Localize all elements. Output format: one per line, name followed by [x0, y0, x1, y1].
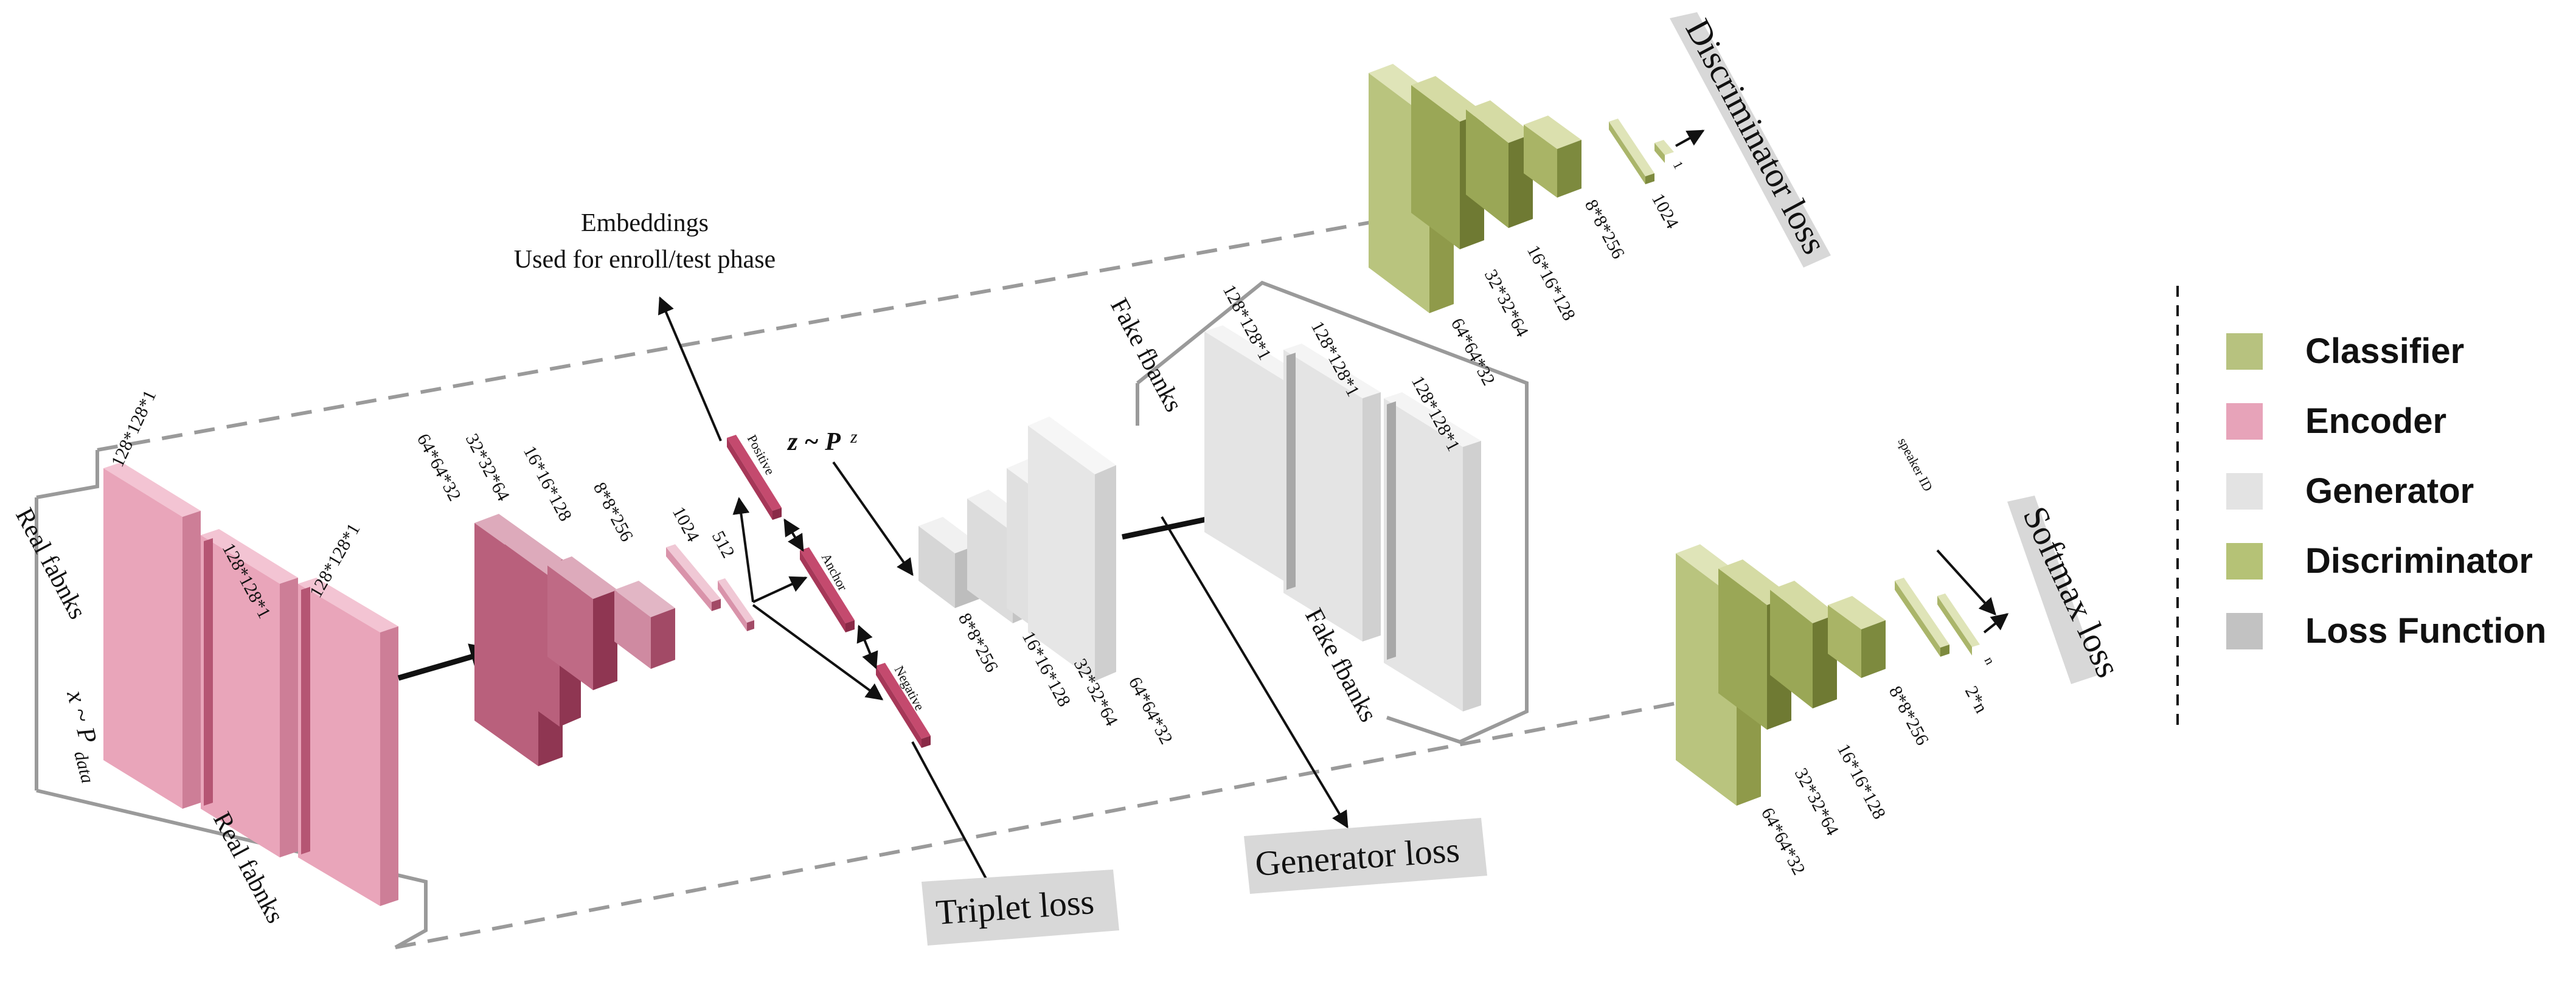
legend-swatch-generator — [2226, 473, 2263, 510]
legend-item-generator: Generator — [2226, 471, 2474, 511]
cls-dim-8: 8*8*256 — [1885, 683, 1932, 749]
encoder — [103, 435, 931, 906]
real-fbanks-frame — [35, 450, 428, 949]
legend-label-discriminator: Discriminator — [2305, 541, 2533, 581]
x-distribution-label: x ~ P data — [61, 687, 102, 786]
encoder-dim-8: 8*8*256 — [589, 479, 637, 545]
softmax-loss-box: Softmax loss — [2007, 496, 2128, 684]
encoder-dim-16: 16*16*128 — [519, 443, 576, 525]
legend-item-classifier: Classifier — [2226, 331, 2464, 371]
encoder-block-8 — [614, 581, 675, 669]
disc-dim-8: 8*8*256 — [1581, 196, 1628, 262]
generator-dim-64: 64*64*32 — [1125, 674, 1176, 747]
fake-fbanks-top-label: Fake fbanks — [1105, 294, 1187, 417]
disc-fc-1024 — [1609, 119, 1654, 184]
z-distribution-label: z ~ P z — [786, 427, 858, 456]
legend-label-classifier: Classifier — [2305, 331, 2464, 371]
fake-fbank-slab-2 — [1283, 344, 1381, 642]
generator-block-64 — [1028, 417, 1116, 681]
real-fbank-slab-2 — [201, 529, 298, 857]
cls-dim-2n: 2*n — [1961, 683, 1991, 716]
legend-label-generator: Generator — [2305, 471, 2474, 511]
triplet-loss-box: Triplet loss — [922, 870, 1119, 946]
speaker-id-label: speaker ID — [1895, 435, 1936, 494]
encoder-dim-1024: 1024 — [668, 503, 703, 545]
disc-dim-1024: 1024 — [1648, 190, 1682, 232]
legend-label-loss-function: Loss Function — [2305, 611, 2546, 651]
legend-swatch-loss-function — [2226, 613, 2263, 649]
discriminator-loss-box: Discriminator loss — [1670, 12, 1835, 268]
cls-dim-n: n — [1982, 654, 1998, 667]
encoder-dim-512: 512 — [708, 528, 738, 561]
speaker-id-arrow — [1936, 549, 1996, 616]
real-fbank-slab-1 — [103, 462, 201, 809]
real-fbank-slab-3 — [298, 578, 398, 906]
legend-swatch-classifier — [2226, 333, 2263, 370]
encoder-dim-64: 64*64*32 — [413, 431, 465, 504]
encoder-fc-1024 — [666, 544, 721, 611]
legend: Classifier Encoder Generator Discriminat… — [2226, 331, 2546, 651]
triplet-arrows — [658, 296, 999, 902]
fake-fbank-slab-3 — [1384, 392, 1481, 711]
cls-dim-64: 64*64*32 — [1757, 804, 1809, 878]
disc-dim-32: 32*32*64 — [1481, 266, 1532, 340]
legend-item-discriminator: Discriminator — [2226, 541, 2533, 581]
embeddings-line-2: Used for enroll/test phase — [514, 246, 776, 274]
real-fbanks-left-label: Real fabnks — [10, 503, 91, 624]
cls-dim-16: 16*16*128 — [1833, 741, 1890, 823]
disc-loss-arrow — [1675, 130, 1705, 147]
cls-fc-2n — [1895, 578, 1949, 657]
generator — [918, 325, 1481, 829]
legend-swatch-encoder — [2226, 403, 2263, 440]
legend-swatch-discriminator — [2226, 543, 2263, 580]
z-dist-subscript: z — [850, 427, 858, 447]
generator-loss-arrow — [1161, 516, 1349, 829]
encoder-block-16 — [547, 556, 617, 690]
legend-item-loss-function: Loss Function — [2226, 611, 2546, 651]
fake-fbanks-frame — [1136, 280, 1529, 744]
x-dist-text: x ~ P — [61, 687, 102, 747]
encoder-input-dim-1: 128*128*1 — [107, 387, 160, 470]
discriminator — [1369, 64, 1705, 313]
cls-block-8 — [1828, 596, 1886, 678]
dashed-connections — [97, 206, 1699, 949]
embedding-positive — [727, 435, 782, 520]
embedding-anchor — [800, 547, 855, 632]
disc-block-8 — [1524, 116, 1581, 198]
legend-item-encoder: Encoder — [2226, 401, 2446, 441]
cls-dim-32: 32*32*64 — [1791, 765, 1842, 839]
z-dist-text: z ~ P — [786, 428, 841, 456]
classifier — [1676, 544, 2009, 806]
embeddings-line-1: Embeddings — [581, 209, 709, 237]
discriminator-loss-label: Discriminator loss — [1678, 13, 1835, 260]
x-dist-subscript: data — [70, 749, 98, 786]
cls-fc-n — [1937, 593, 1980, 656]
disc-dim-1: 1 — [1670, 159, 1687, 171]
generator-dim-8: 8*8*256 — [954, 610, 1002, 676]
encoder-fc-512 — [718, 578, 754, 631]
generator-loss-box: Generator loss — [1244, 818, 1487, 894]
embedding-negative — [876, 663, 931, 748]
cls-loss-arrow — [1983, 613, 2009, 634]
disc-dim-16: 16*16*128 — [1523, 242, 1580, 324]
encoder-dim-32: 32*32*64 — [462, 431, 513, 504]
legend-label-encoder: Encoder — [2305, 401, 2446, 441]
disc-fc-1 — [1654, 140, 1674, 163]
disc-dim-64: 64*64*32 — [1447, 315, 1499, 389]
